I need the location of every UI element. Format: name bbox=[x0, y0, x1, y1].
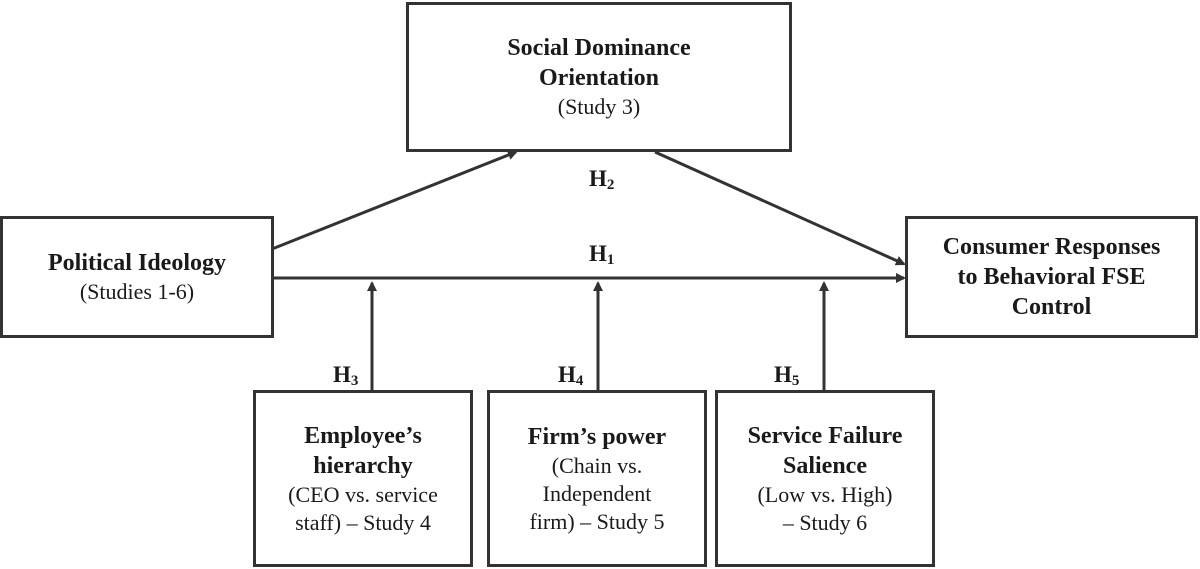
h2-label: H2 bbox=[589, 166, 614, 198]
h2-index: 2 bbox=[606, 177, 615, 193]
political-ideology-subtitle: (Studies 1-6) bbox=[79, 279, 195, 304]
sdo-title-line2: Orientation bbox=[539, 65, 659, 91]
arrow-sdo-to-consumer bbox=[654, 150, 906, 266]
service-failure-salience-box: Service Failure Salience (Low vs. High) … bbox=[715, 390, 935, 567]
employee-hierarchy-sub-line1: (CEO vs. service bbox=[288, 481, 438, 507]
h1-index: 1 bbox=[606, 252, 615, 268]
firm-power-sub-line3: firm) – Study 5 bbox=[529, 508, 665, 534]
salience-sub-line1: (Low vs. High) bbox=[757, 481, 893, 507]
arrow-political-to-sdo bbox=[271, 150, 518, 251]
employee-hierarchy-title-line2: hierarchy bbox=[313, 452, 413, 479]
consumer-responses-title-line3: Control bbox=[1011, 294, 1092, 320]
consumer-responses-title-line2: to Behavioral FSE bbox=[957, 264, 1146, 290]
h4-letter: H bbox=[558, 362, 576, 387]
political-ideology-title: Political Ideology bbox=[48, 250, 226, 276]
employee-hierarchy-sub-line2: staff) – Study 4 bbox=[295, 509, 431, 535]
firm-power-title: Firm’s power bbox=[527, 423, 667, 450]
h5-index: 5 bbox=[791, 373, 800, 389]
consumer-responses-title-line1: Consumer Responses bbox=[942, 234, 1161, 260]
h3-letter: H bbox=[333, 362, 351, 387]
h4-index: 4 bbox=[575, 373, 584, 389]
h1-letter: H bbox=[589, 241, 607, 266]
h1-label: H1 bbox=[589, 241, 614, 273]
sdo-box: Social Dominance Orientation (Study 3) bbox=[406, 2, 792, 152]
sdo-title-line1: Social Dominance bbox=[507, 35, 691, 61]
h2-letter: H bbox=[589, 166, 607, 191]
h3-label: H3 bbox=[333, 362, 358, 394]
h5-label: H5 bbox=[774, 362, 799, 394]
sdo-subtitle: (Study 3) bbox=[557, 94, 641, 119]
h3-index: 3 bbox=[350, 373, 359, 389]
h5-letter: H bbox=[774, 362, 792, 387]
salience-sub-line2: – Study 6 bbox=[782, 509, 868, 535]
employee-hierarchy-title-line1: Employee’s bbox=[304, 422, 422, 449]
salience-title-line2: Salience bbox=[783, 452, 867, 479]
h4-label: H4 bbox=[558, 362, 583, 394]
firm-power-sub-line1: (Chain vs. bbox=[551, 452, 643, 478]
political-ideology-box: Political Ideology (Studies 1-6) bbox=[0, 216, 274, 338]
firm-power-box: Firm’s power (Chain vs. Independent firm… bbox=[487, 390, 707, 567]
salience-title-line1: Service Failure bbox=[747, 422, 903, 449]
employee-hierarchy-box: Employee’s hierarchy (CEO vs. service st… bbox=[253, 390, 473, 567]
firm-power-sub-line2: Independent bbox=[542, 480, 652, 506]
consumer-responses-box: Consumer Responses to Behavioral FSE Con… bbox=[905, 216, 1198, 338]
